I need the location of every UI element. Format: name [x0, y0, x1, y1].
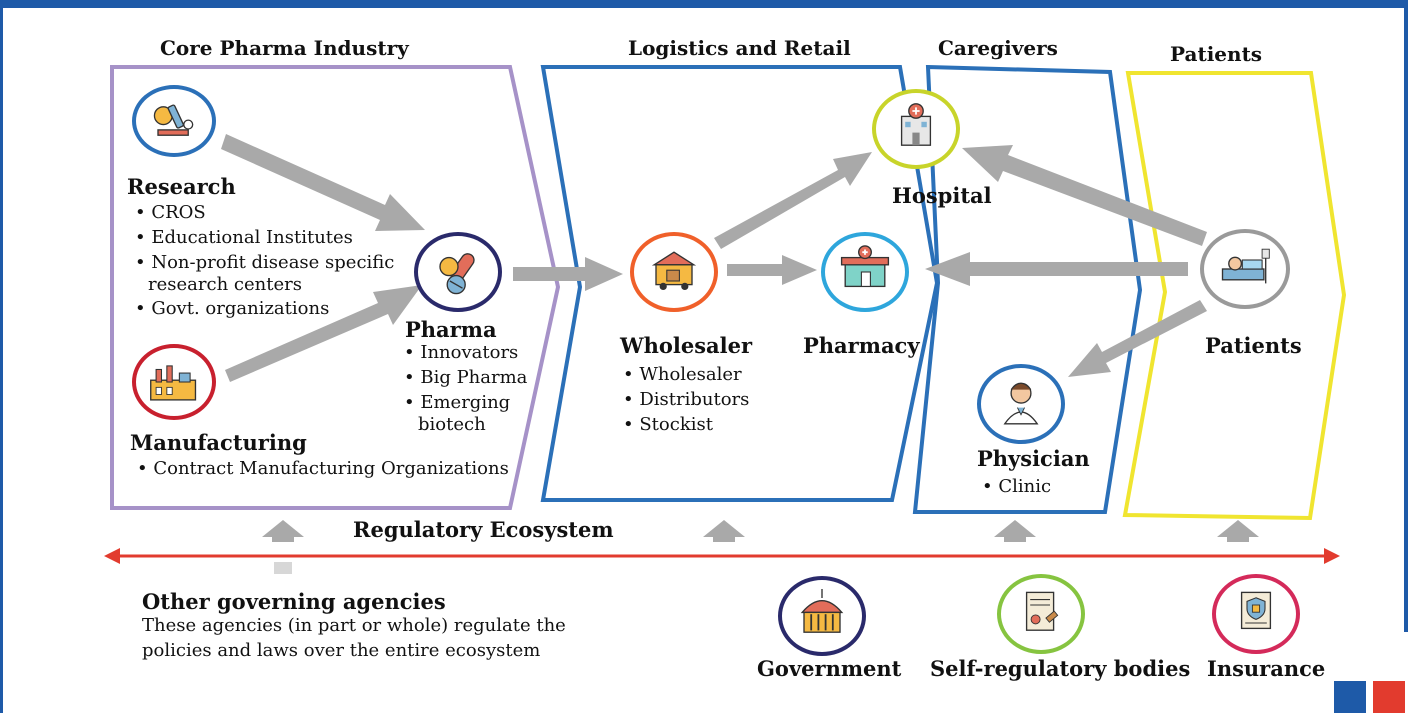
caregivers-header: Caregivers	[938, 36, 1058, 60]
patient-bed-icon	[1221, 248, 1270, 284]
factory-icon	[150, 365, 197, 401]
wholesaler-node-icon	[630, 232, 718, 312]
list-item: Educational Institutes	[135, 225, 394, 250]
insurance-document-icon	[1240, 591, 1272, 630]
patients-section-shape	[1122, 71, 1347, 521]
reg-up-arrow-1	[262, 520, 304, 542]
hospital-title: Hospital	[892, 183, 992, 208]
pharmacy-title: Pharmacy	[803, 333, 920, 358]
caregivers-section-shape	[912, 64, 1143, 514]
list-item: Stockist	[623, 412, 749, 437]
list-item: Clinic	[982, 474, 1051, 499]
regulatory-arrowhead-left	[104, 548, 120, 564]
insurance-node-icon	[1212, 574, 1300, 654]
regulatory-ecosystem-label: Regulatory Ecosystem	[353, 517, 614, 542]
patients-header: Patients	[1170, 42, 1263, 66]
logistics-header: Logistics and Retail	[628, 36, 851, 60]
manufacturing-node-icon	[132, 344, 216, 420]
list-item: Innovators	[404, 340, 527, 365]
arrow-patients-to-pharmacy	[925, 252, 1188, 286]
self-regulatory-node-icon	[997, 574, 1085, 654]
list-item: Big Pharma	[404, 365, 527, 390]
certificate-gavel-icon	[1025, 591, 1059, 631]
wholesaler-title: Wholesaler	[620, 333, 753, 358]
research-node-icon	[132, 85, 216, 157]
pharma-node-icon	[414, 232, 502, 312]
list-item: Non-profit disease specific	[135, 250, 394, 275]
arrow-patients-to-hospital	[962, 145, 1207, 246]
doctor-icon	[1003, 382, 1039, 425]
reg-up-arrow-4	[1217, 520, 1259, 542]
core-pharma-header: Core Pharma Industry	[160, 36, 409, 60]
arrow-wholesaler-to-pharmacy	[727, 255, 817, 285]
government-label: Government	[757, 656, 902, 681]
research-item-govt-text: Govt. organizations	[151, 298, 330, 319]
logistics-section-shape	[540, 65, 940, 502]
arrow-pharma-to-wholesaler	[513, 257, 623, 291]
regulatory-arrowhead-right	[1324, 548, 1340, 564]
manufacturing-list: Contract Manufacturing Organizations	[137, 456, 509, 481]
reg-up-arrow-3	[994, 520, 1036, 542]
physician-list: Clinic	[982, 474, 1051, 499]
right-border	[1404, 0, 1408, 632]
wholesaler-list: Wholesaler Distributors Stockist	[623, 362, 749, 437]
self-regulatory-label: Self-regulatory bodies	[930, 656, 1191, 681]
top-border	[0, 0, 1408, 8]
hospital-icon	[900, 103, 932, 146]
reg-up-arrow-2	[703, 520, 745, 542]
list-item: Wholesaler	[623, 362, 749, 387]
pills-icon	[439, 253, 475, 295]
core-section-shape	[110, 65, 561, 510]
list-item: CROS	[135, 200, 394, 225]
arrow-wholesaler-to-hospital	[714, 152, 872, 249]
corner-square-red	[1373, 681, 1405, 713]
research-item-continued: research centers	[148, 274, 302, 295]
list-item: Contract Manufacturing Organizations	[137, 456, 509, 481]
patients-title: Patients	[1205, 333, 1302, 358]
corner-square-blue	[1334, 681, 1366, 713]
pharma-title: Pharma	[405, 317, 497, 342]
government-building-icon	[800, 589, 844, 633]
manufacturing-title: Manufacturing	[130, 430, 307, 455]
microscope-icon	[153, 104, 194, 136]
research-list: CROS Educational Institutes Non-profit d…	[135, 200, 394, 275]
research-item-govt: • Govt. organizations	[135, 298, 330, 319]
left-border	[0, 0, 3, 713]
agencies-desc-line1: These agencies (in part or whole) regula…	[142, 615, 566, 636]
agencies-title: Other governing agencies	[142, 589, 446, 614]
pharmacy-store-icon	[840, 245, 890, 288]
reg-down-stem-1	[274, 562, 292, 574]
research-title: Research	[127, 174, 236, 199]
physician-title: Physician	[977, 446, 1090, 471]
arrow-manufacturing-to-pharma	[225, 285, 422, 382]
government-node-icon	[778, 576, 866, 656]
patients-node-icon	[1200, 229, 1290, 309]
pharmacy-node-icon	[821, 232, 909, 312]
pharma-item-continued: biotech	[418, 414, 486, 435]
hospital-node-icon	[872, 89, 960, 169]
list-item: Distributors	[623, 387, 749, 412]
list-item: Emerging	[404, 390, 527, 415]
delivery-truck-icon	[651, 251, 697, 290]
agencies-desc-line2: policies and laws over the entire ecosys…	[142, 640, 541, 661]
pharma-list: Innovators Big Pharma Emerging	[404, 340, 527, 415]
arrow-patients-to-physician	[1068, 300, 1207, 377]
insurance-label: Insurance	[1207, 656, 1326, 681]
physician-node-icon	[977, 364, 1065, 444]
